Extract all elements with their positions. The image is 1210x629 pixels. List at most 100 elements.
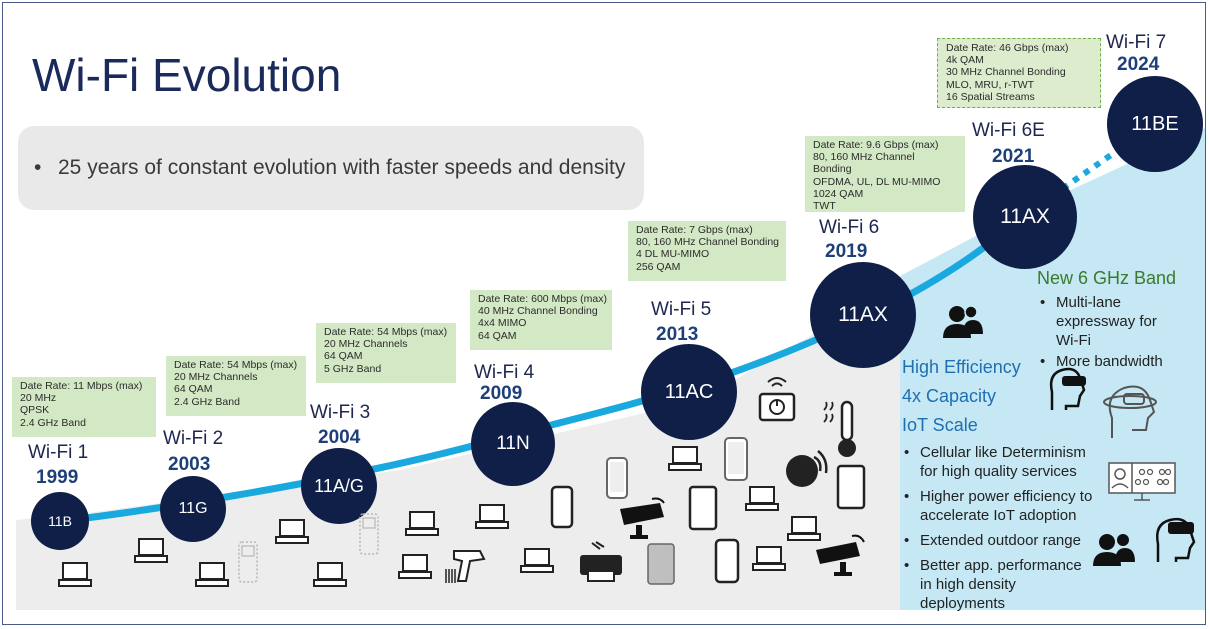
tablet-icon — [836, 464, 866, 510]
laptop-icon — [752, 546, 786, 571]
spec-line: 80, 160 MHz Channel — [813, 151, 915, 164]
list-line: for high quality services — [920, 463, 1077, 480]
handheld-terminal-icon — [238, 541, 258, 583]
list-item: Cellular like Determinism for high quali… — [902, 443, 1112, 481]
spec-line: 2.4 GHz Band — [20, 416, 86, 429]
list-item: Higher power efficiency to accelerate Io… — [902, 487, 1112, 525]
standard-circle-11n: 11N — [471, 402, 555, 486]
gen-label-wifi-6e: Wi-Fi 6E — [972, 120, 1045, 141]
list-line: Extended outdoor range — [920, 532, 1081, 549]
spec-line: 30 MHz Channel Bonding — [946, 66, 1066, 79]
spec-line: 1024 QAM — [813, 187, 864, 200]
security-camera-icon — [620, 497, 665, 539]
barcode-scanner-icon — [445, 550, 486, 583]
year-label-2021: 2021 — [992, 146, 1035, 167]
laptop-icon — [195, 562, 229, 587]
standard-circle-11be: 11BE — [1107, 76, 1203, 172]
tablet-icon — [688, 485, 718, 531]
list-line: deployments — [920, 595, 1006, 612]
list-item: Better app. performance in high density … — [902, 556, 1112, 613]
spec-line: 64 QAM — [324, 350, 363, 363]
spec-box-wifi-3: Date Rate: 54 Mbps (max) 20 MHz Channels… — [316, 323, 456, 383]
spec-box-wifi-4: Date Rate: 600 Mbps (max) 40 MHz Channel… — [470, 290, 612, 350]
laptop-icon — [313, 562, 347, 587]
standard-circle-11g: 11G — [160, 476, 226, 542]
spec-line: 20 MHz Channels — [324, 338, 408, 351]
year-label-2024: 2024 — [1117, 54, 1160, 75]
smartphone-icon — [714, 538, 740, 584]
intro-callout: • 25 years of constant evolution with fa… — [18, 126, 644, 210]
standard-circle-11b: 11B — [31, 492, 89, 550]
handheld-terminal-icon — [359, 513, 379, 555]
year-label-2004: 2004 — [318, 427, 361, 448]
spec-line: 2.4 GHz Band — [174, 395, 240, 408]
people-icon — [943, 305, 983, 338]
spec-line: 4x4 MIMO — [478, 317, 527, 330]
spec-line: 16 Spatial Streams — [946, 90, 1035, 103]
gen-label-wifi-3: Wi-Fi 3 — [310, 402, 371, 423]
spec-line: Date Rate: 11 Mbps (max) — [20, 380, 143, 392]
video-conference-icon — [1108, 462, 1176, 501]
spec-line: 80, 160 MHz Channel Bonding — [636, 236, 780, 249]
list-line: More bandwidth — [1056, 353, 1163, 370]
spec-line: 4k QAM — [946, 54, 984, 67]
spec-line: Date Rate: 54 Mbps (max) — [324, 326, 448, 338]
spec-line: Date Rate: 7 Gbps (max) — [636, 224, 753, 236]
spec-line: 20 MHz Channels — [174, 371, 258, 384]
laptop-icon — [58, 562, 92, 587]
vr-headset-icon — [1156, 517, 1196, 562]
standard-circle-11ax: 11AX — [810, 262, 916, 368]
spec-line: Date Rate: 54 Mbps (max) — [174, 359, 298, 371]
laptop-icon — [668, 446, 702, 471]
high-efficiency-list: Cellular like Determinism for high quali… — [902, 443, 1112, 619]
list-line: Better app. performance — [920, 557, 1082, 574]
spec-box-wifi-7: Date Rate: 46 Gbps (max) 4k QAM 30 MHz C… — [937, 38, 1101, 108]
list-line: Higher power efficiency to — [920, 488, 1093, 505]
spec-box-wifi-6: Date Rate: 9.6 Gbps (max) 80, 160 MHz Ch… — [805, 136, 965, 212]
list-line: in high density — [920, 576, 1016, 593]
gen-label-wifi-6: Wi-Fi 6 — [819, 217, 880, 238]
laptop-icon — [134, 538, 168, 563]
spec-line: TWT — [813, 200, 836, 213]
security-camera-icon — [816, 534, 865, 576]
spec-line: Bonding — [813, 163, 852, 176]
smart-plug-icon — [758, 377, 796, 422]
laptop-icon — [787, 516, 821, 541]
year-label-2009: 2009 — [480, 383, 523, 404]
thermometer-icon — [823, 400, 856, 457]
intro-text: 25 years of constant evolution with fast… — [58, 156, 626, 179]
laptop-icon — [275, 519, 309, 544]
spec-line: 4 DL MU-MIMO — [636, 248, 710, 261]
spec-line: MLO, MRU, r-TWT — [946, 78, 1035, 91]
tablet-icon — [647, 543, 675, 585]
gen-label-wifi-1: Wi-Fi 1 — [28, 442, 89, 463]
spec-line: Date Rate: 46 Gbps (max) — [946, 42, 1069, 54]
list-line: Wi-Fi — [1056, 332, 1091, 349]
bullet-dot: • — [34, 156, 42, 179]
vr-headset-icon — [1103, 385, 1157, 438]
gen-label-wifi-2: Wi-Fi 2 — [163, 428, 224, 449]
standard-circle-11ax-6e: 11AX — [973, 165, 1077, 269]
laptop-icon — [745, 486, 779, 511]
spec-box-wifi-2: Date Rate: 54 Mbps (max) 20 MHz Channels… — [166, 356, 306, 416]
list-item: Extended outdoor range — [902, 531, 1112, 550]
spec-line: 256 QAM — [636, 260, 681, 273]
capacity-title: 4x Capacity — [902, 386, 997, 406]
spec-line: 64 QAM — [174, 383, 213, 396]
list-line: accelerate IoT adoption — [920, 507, 1077, 524]
spec-box-wifi-5: Date Rate: 7 Gbps (max) 80, 160 MHz Chan… — [628, 221, 786, 281]
list-line: expressway for — [1056, 313, 1157, 330]
laptop-icon — [398, 554, 432, 579]
laptop-icon — [520, 548, 554, 573]
iot-scale-title: IoT Scale — [902, 415, 978, 435]
new-band-title: New 6 GHz Band — [1037, 268, 1177, 288]
people-icon — [1093, 534, 1135, 566]
laptop-icon — [405, 511, 439, 536]
spec-line: Date Rate: 600 Mbps (max) — [478, 293, 607, 305]
spec-line: 5 GHz Band — [324, 362, 382, 375]
list-item: Multi-lane expressway for Wi-Fi — [1038, 293, 1198, 350]
spec-line: OFDMA, UL, DL MU-MIMO — [813, 175, 941, 188]
spec-line: 64 QAM — [478, 329, 517, 342]
year-label-2019: 2019 — [825, 241, 868, 262]
year-label-2003: 2003 — [168, 454, 211, 475]
